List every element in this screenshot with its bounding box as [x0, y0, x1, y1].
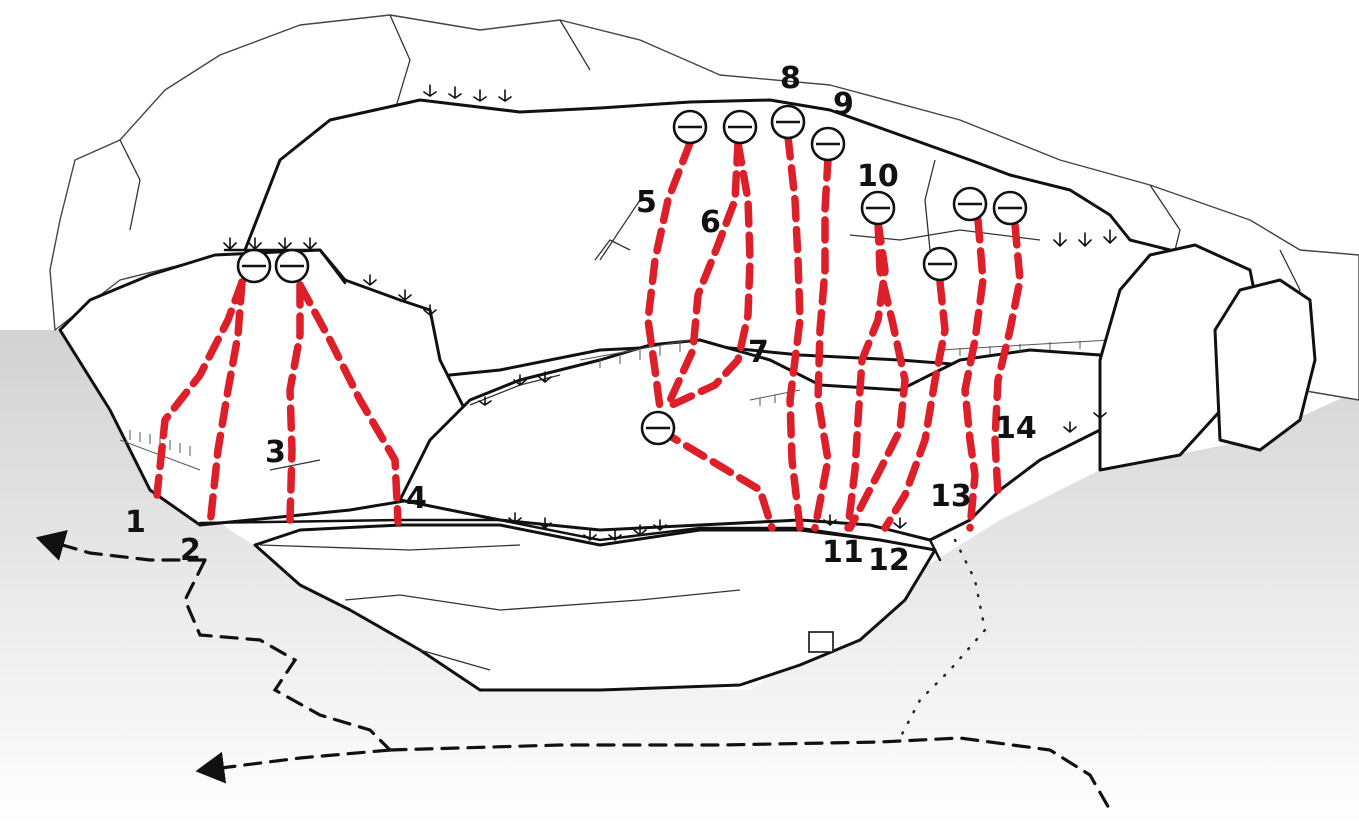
route-line	[153, 278, 246, 499]
route-label-11: 11	[822, 535, 864, 570]
route-line	[668, 139, 754, 409]
route-line	[846, 218, 909, 532]
route-label-8: 8	[780, 61, 801, 96]
route-line	[844, 218, 889, 532]
route-line	[811, 154, 832, 532]
route-labels: 1 2 3 4 5 6 7 8 9 10 11 12 13 14	[125, 61, 1037, 578]
anchor-icon	[810, 126, 846, 162]
route-line	[206, 278, 246, 529]
anchors-layer	[236, 104, 1028, 446]
route-label-12: 12	[868, 543, 910, 578]
route-line	[881, 278, 949, 532]
anchor-icon	[722, 109, 758, 145]
route-line	[961, 216, 987, 532]
plant-icon	[223, 84, 1117, 542]
route-line	[656, 426, 776, 532]
route-label-1: 1	[125, 505, 146, 540]
route-label-4: 4	[406, 481, 427, 516]
anchor-icon	[922, 246, 958, 282]
lower-boulder	[253, 523, 937, 692]
route-label-13: 13	[930, 479, 972, 514]
anchor-icon	[952, 186, 988, 222]
ground-area	[0, 330, 1359, 825]
approach-paths	[35, 529, 1112, 812]
route-label-3: 3	[265, 435, 286, 470]
square-marker-icon	[808, 631, 834, 653]
route-line	[296, 281, 402, 526]
route-label-9: 9	[833, 87, 854, 122]
route-line	[784, 133, 804, 532]
anchor-icon	[672, 109, 708, 145]
anchor-icon	[274, 248, 310, 284]
route-label-2: 2	[180, 533, 201, 568]
route-line	[991, 221, 1024, 499]
route-label-6: 6	[700, 205, 721, 240]
route-line	[286, 281, 304, 524]
routes-layer	[153, 133, 1024, 532]
anchor-icon	[770, 104, 806, 140]
anchor-icon	[992, 190, 1028, 226]
route-label-14: 14	[995, 411, 1037, 446]
upper-wall	[243, 98, 1217, 382]
route-label-7: 7	[748, 335, 769, 370]
anchor-icon	[860, 190, 896, 226]
route-line	[644, 139, 694, 412]
anchor-icon	[640, 410, 676, 446]
route-label-5: 5	[636, 185, 657, 220]
route-label-10: 10	[857, 159, 899, 194]
route-line	[664, 139, 742, 409]
right-blocks	[1098, 243, 1317, 472]
anchor-icon	[236, 248, 272, 284]
